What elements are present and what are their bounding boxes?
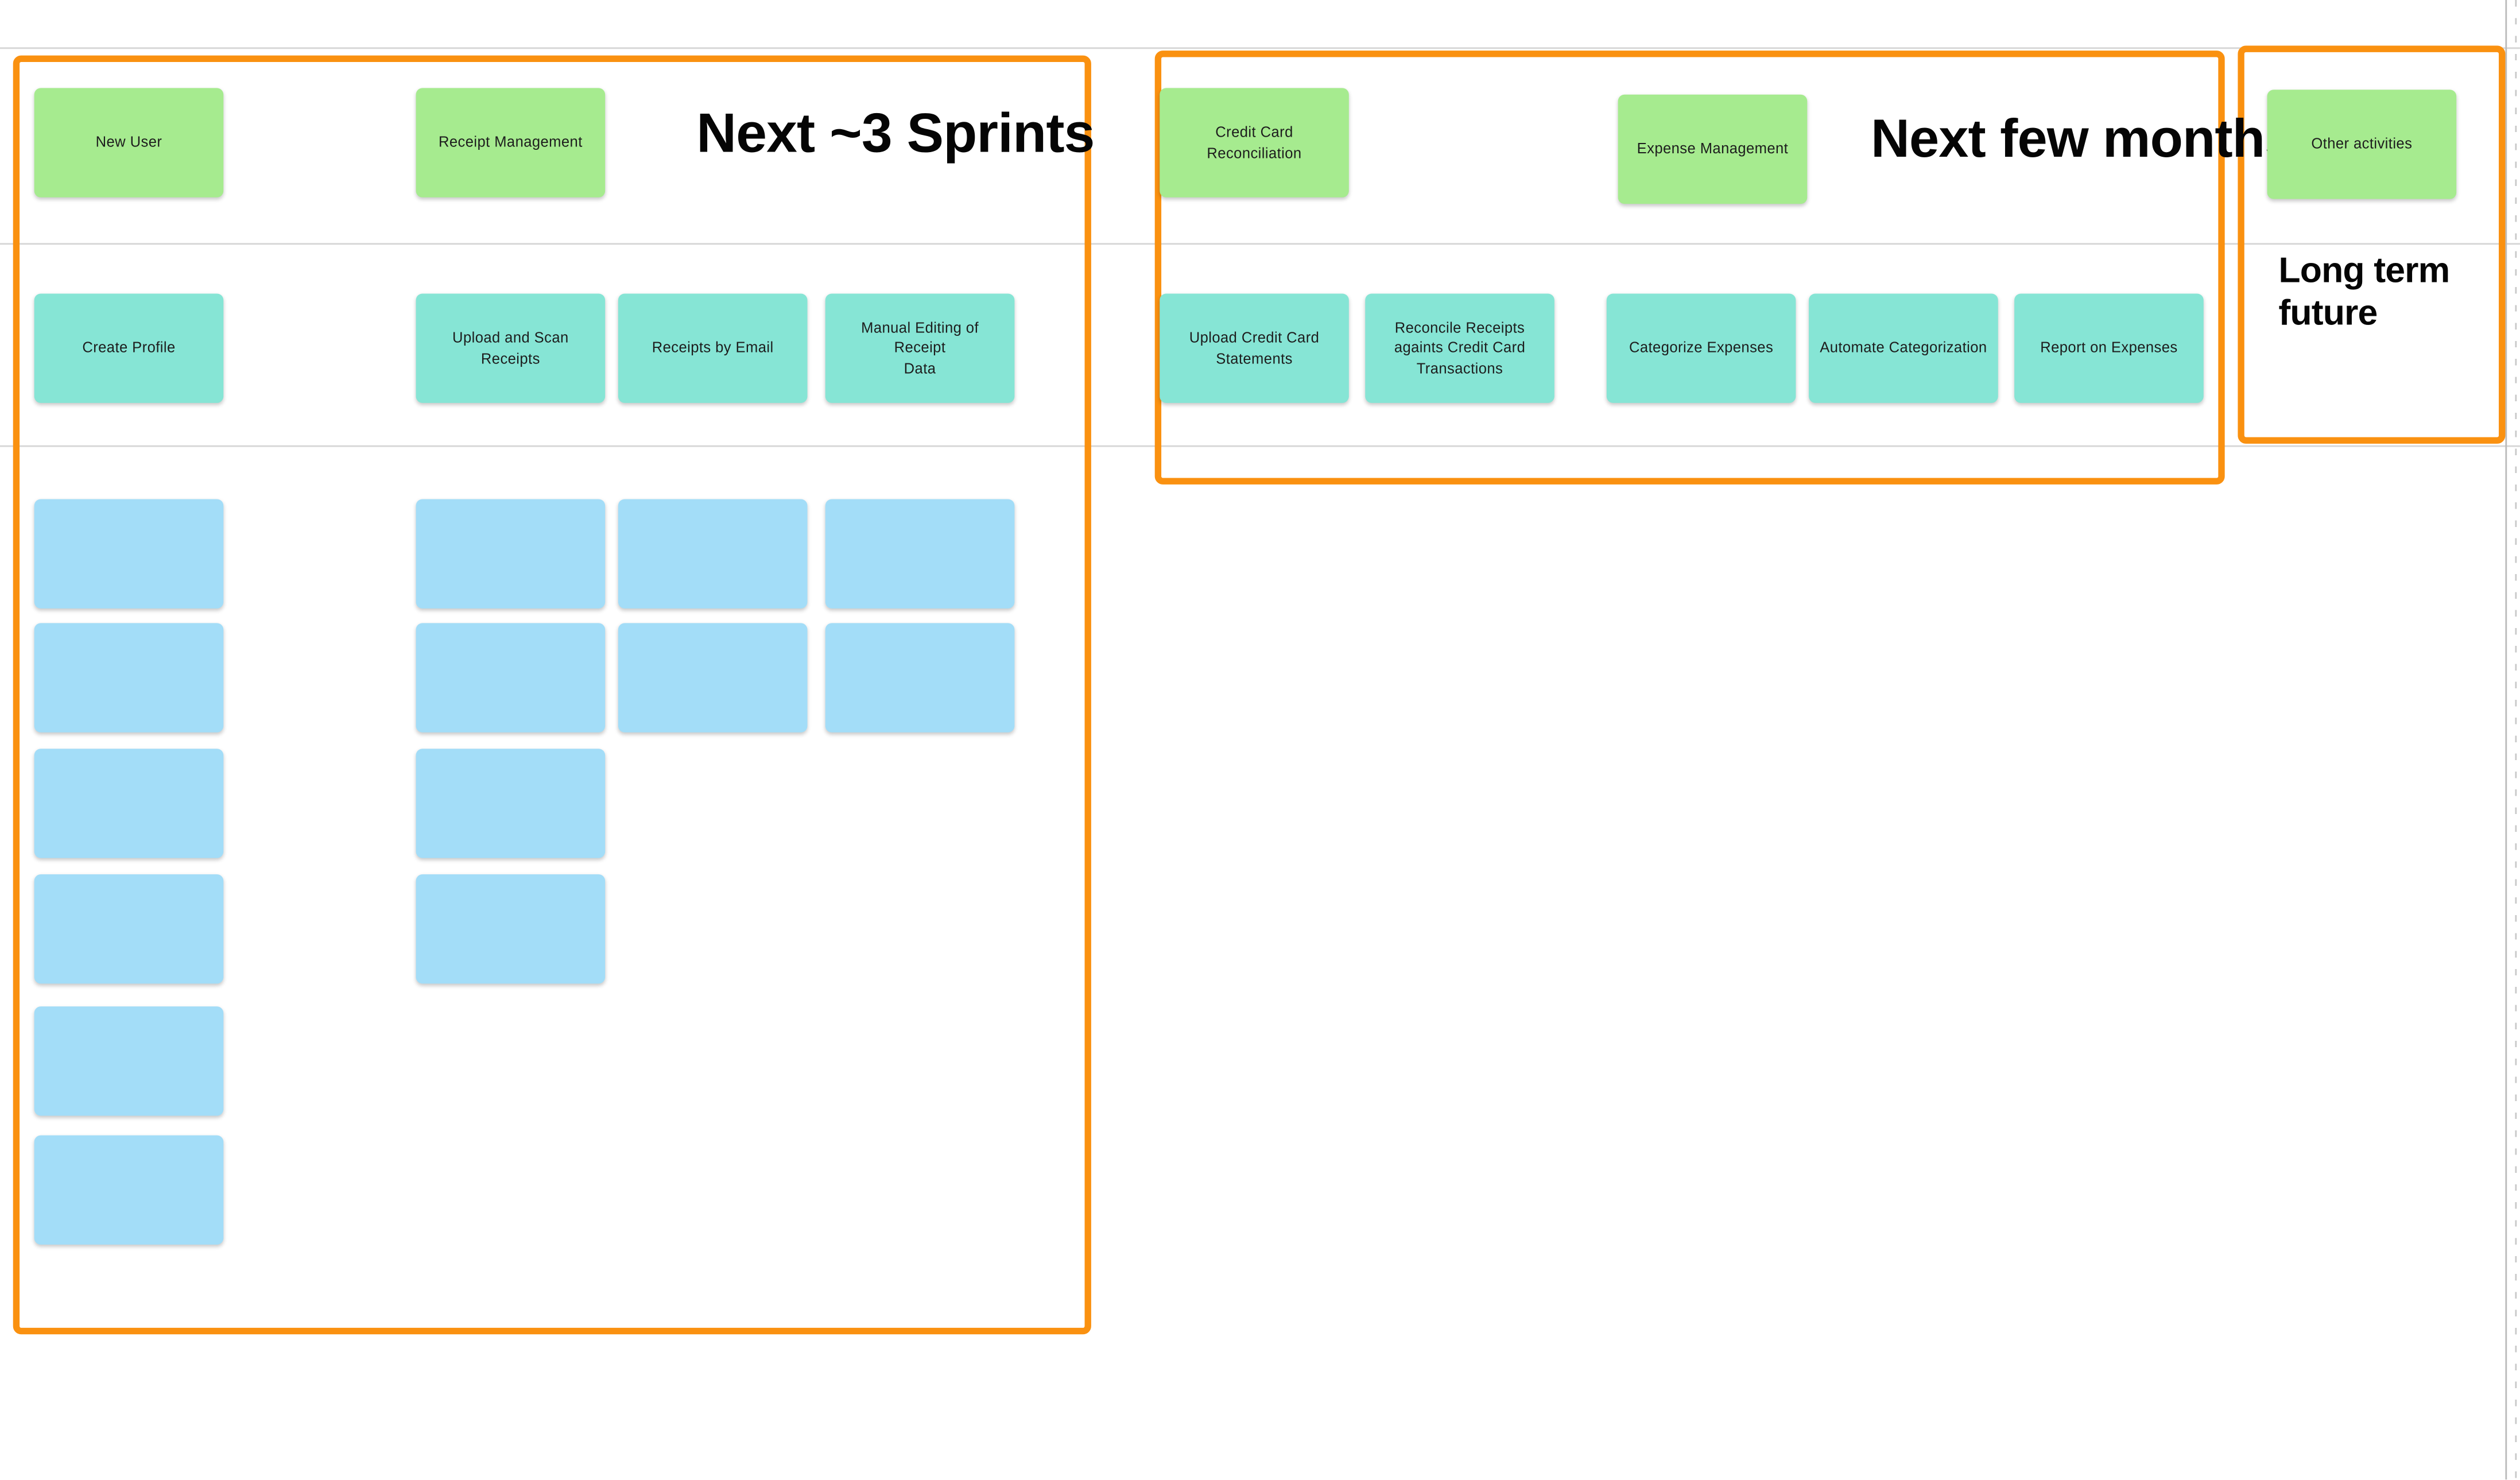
frame-next-3-sprints[interactable]	[12, 55, 1091, 1335]
sticky-note-blue-blank[interactable]	[34, 623, 224, 733]
sticky-note-blue-blank[interactable]	[34, 874, 224, 984]
sticky-note-blue-blank[interactable]	[825, 499, 1015, 609]
sticky-note-teal[interactable]: Upload Credit Card Statements	[1160, 293, 1349, 403]
sticky-note-blue-blank[interactable]	[618, 499, 808, 609]
frame-title-next-3-sprints[interactable]: Next ~3 Sprints	[696, 103, 1095, 165]
sticky-note-teal[interactable]: Reconcile Receipts againts Credit Card T…	[1365, 293, 1554, 403]
sticky-note-teal[interactable]: Upload and Scan Receipts	[416, 293, 606, 403]
sticky-note-blue-blank[interactable]	[416, 499, 606, 609]
sticky-note-green[interactable]: Expense Management	[1618, 94, 1808, 204]
sticky-note-blue-blank[interactable]	[34, 1006, 224, 1116]
sticky-note-teal[interactable]: Report on Expenses	[2014, 293, 2204, 403]
frame-title-long-term-future[interactable]: Long term future	[2278, 249, 2450, 332]
sticky-note-blue-blank[interactable]	[34, 749, 224, 858]
row-divider-line-middle	[0, 243, 2520, 245]
sticky-note-blue-blank[interactable]	[34, 499, 224, 609]
sticky-note-blue-blank[interactable]	[34, 1135, 224, 1245]
sticky-note-blue-blank[interactable]	[416, 874, 606, 984]
sticky-note-teal[interactable]: Receipts by Email	[618, 293, 808, 403]
sticky-note-green[interactable]: New User	[34, 88, 224, 197]
frame-long-term-future[interactable]	[2236, 45, 2505, 443]
frame-next-few-months[interactable]	[1154, 51, 2225, 485]
sticky-note-green[interactable]: Credit Card Reconciliation	[1160, 88, 1349, 197]
sticky-note-teal[interactable]: Create Profile	[34, 293, 224, 403]
row-divider-line-bottom	[0, 445, 2520, 447]
right-frame-edge-line	[2505, 0, 2507, 1480]
sticky-note-green[interactable]: Other activities	[2267, 90, 2457, 199]
sticky-note-blue-blank[interactable]	[618, 623, 808, 733]
sticky-note-blue-blank[interactable]	[825, 623, 1015, 733]
right-dashed-guide-line	[2515, 0, 2517, 1480]
sticky-note-blue-blank[interactable]	[416, 623, 606, 733]
frame-title-next-few-months[interactable]: Next few months	[1871, 107, 2294, 168]
sticky-note-teal[interactable]: Categorize Expenses	[1606, 293, 1796, 403]
sticky-note-teal[interactable]: Manual Editing of Receipt Data	[825, 293, 1015, 403]
sticky-note-blue-blank[interactable]	[416, 749, 606, 858]
sticky-note-teal[interactable]: Automate Categorization	[1809, 293, 1998, 403]
row-divider-line-top	[0, 47, 2520, 49]
sticky-note-green[interactable]: Receipt Management	[416, 88, 606, 197]
